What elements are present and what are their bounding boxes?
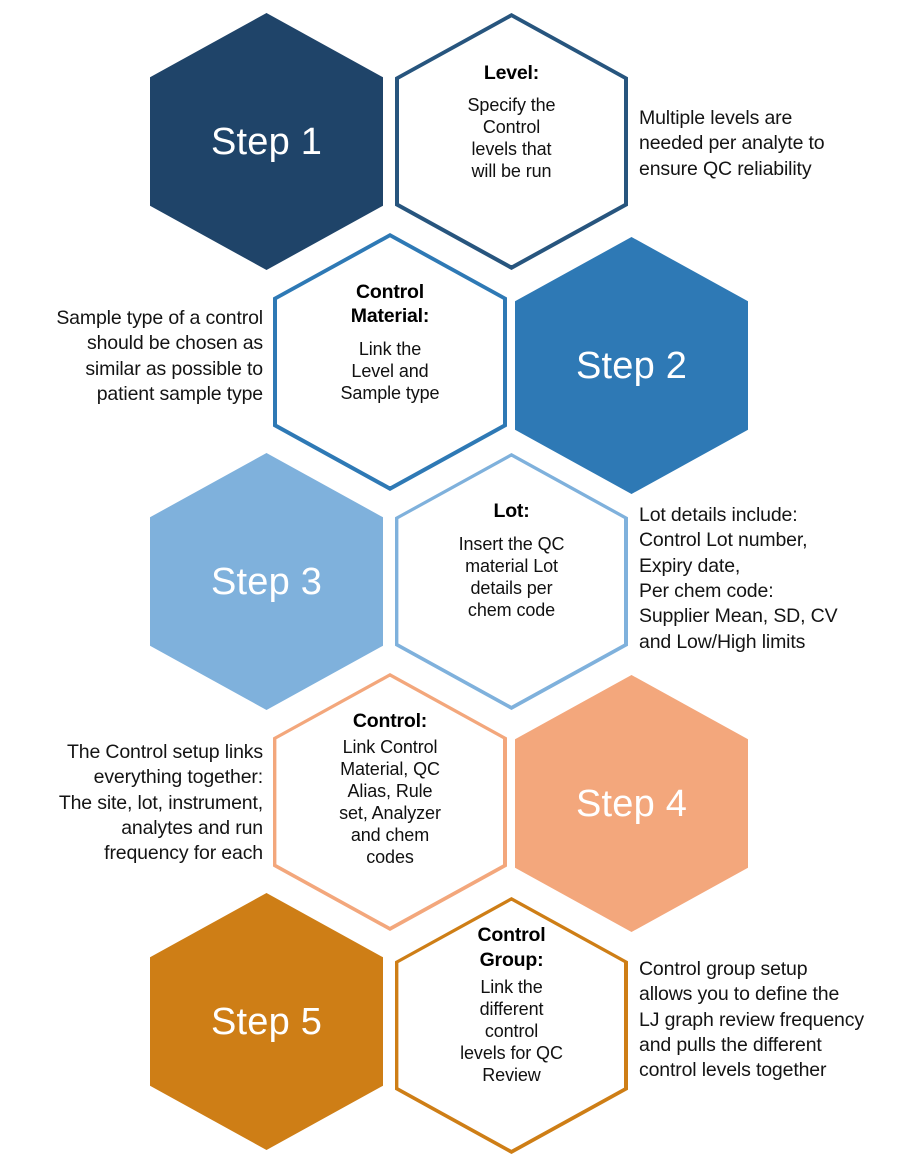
step-3-label: Step 3 bbox=[210, 560, 323, 603]
control-group-title: Control Group: bbox=[477, 924, 546, 971]
control-material-title: Control Material: bbox=[350, 281, 430, 328]
control-material-hexagon-text: Control Material: Link the Level and Sam… bbox=[273, 280, 507, 405]
level-body: Specify the Control levels that will be … bbox=[467, 94, 556, 181]
control-hexagon[interactable] bbox=[273, 673, 507, 931]
control-group-hexagon-text: Control Group: Link the different contro… bbox=[395, 923, 628, 1087]
step-1-label: Step 1 bbox=[210, 120, 323, 163]
level-title: Level: bbox=[483, 62, 540, 84]
control-group-body: Link the different control levels for QC… bbox=[460, 976, 563, 1085]
control-material-hexagon[interactable] bbox=[273, 233, 507, 491]
step-2-note: Sample type of a control should be chose… bbox=[56, 307, 263, 406]
step-3-note: Lot details include: Control Lot number,… bbox=[639, 504, 838, 653]
control-hexagon-text: Control: Link Control Material, QC Alias… bbox=[273, 710, 507, 869]
step-2-label: Step 2 bbox=[575, 344, 688, 387]
level-hexagon-text: Level: Specify the Control levels that w… bbox=[395, 62, 628, 183]
step-4-label: Step 4 bbox=[575, 782, 688, 825]
step-4-note: The Control setup links everything toget… bbox=[58, 741, 263, 865]
step-5-label: Step 5 bbox=[210, 1000, 323, 1043]
step-5-note: Control group setup allows you to define… bbox=[639, 958, 864, 1082]
step-2-hexagon[interactable]: Step 2 bbox=[515, 237, 748, 494]
step-5-hexagon[interactable]: Step 5 bbox=[150, 893, 383, 1150]
step-4-hexagon[interactable]: Step 4 bbox=[515, 675, 748, 932]
step-3-hexagon[interactable]: Step 3 bbox=[150, 453, 383, 710]
step-1-note: Multiple levels are needed per analyte t… bbox=[639, 107, 825, 180]
lot-title: Lot: bbox=[493, 500, 530, 522]
control-title: Control: bbox=[352, 710, 428, 732]
control-material-body: Link the Level and Sample type bbox=[340, 338, 440, 403]
control-body: Link Control Material, QC Alias, Rule se… bbox=[339, 736, 441, 867]
lot-body: Insert the QC material Lot details per c… bbox=[458, 533, 565, 620]
lot-hexagon-text: Lot: Insert the QC material Lot details … bbox=[395, 500, 628, 622]
step-1-hexagon[interactable]: Step 1 bbox=[150, 13, 383, 270]
